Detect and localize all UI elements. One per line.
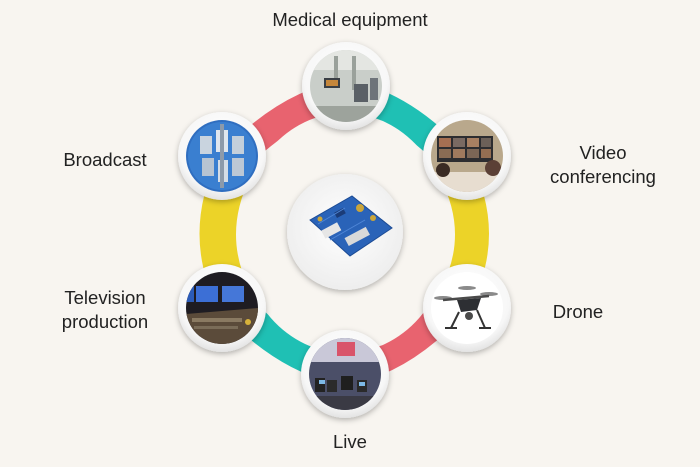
label-drone: Drone xyxy=(552,301,604,322)
label-live: Live xyxy=(333,431,367,452)
broadcast-antenna-photo xyxy=(186,120,258,192)
live-studio-photo xyxy=(309,338,381,410)
drone-photo xyxy=(431,272,503,344)
label-video-conferencing: Video conferencing xyxy=(550,142,656,187)
tv-control-room-photo xyxy=(186,272,258,344)
label-television-production: Television production xyxy=(61,287,149,332)
video-conferencing-photo xyxy=(431,120,503,192)
circuit-board-icon xyxy=(309,195,393,257)
label-medical-equipment: Medical equipment xyxy=(272,9,428,30)
label-broadcast: Broadcast xyxy=(63,149,147,170)
medical-equipment-photo xyxy=(310,50,382,122)
